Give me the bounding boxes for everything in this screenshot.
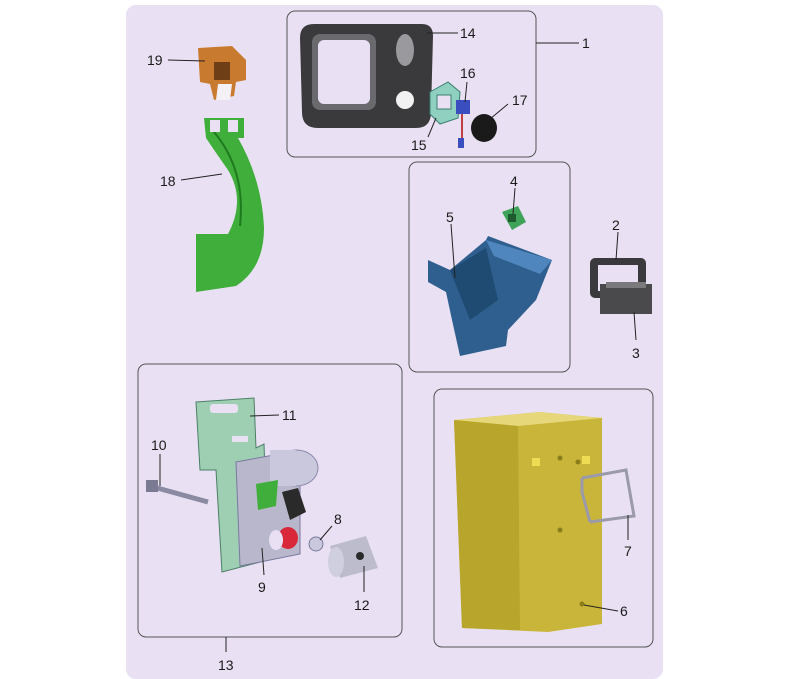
group-box-6 (433, 388, 654, 648)
label-9: 9 (258, 579, 266, 595)
group-box-5 (408, 161, 571, 373)
label-2: 2 (612, 217, 620, 233)
part-18-bracket (196, 118, 264, 292)
label-12: 12 (354, 597, 370, 613)
label-4: 4 (510, 173, 518, 189)
part-5-duct (428, 236, 552, 356)
label-16: 16 (460, 65, 476, 81)
group-box-13 (137, 363, 403, 638)
part-14-faceplate (300, 24, 433, 128)
label-15: 15 (411, 137, 427, 153)
part-10-bolt (146, 480, 209, 505)
part-6-container (454, 412, 602, 632)
part-12-cylinder (328, 536, 378, 578)
label-19: 19 (147, 52, 163, 68)
part-17-plug (471, 114, 497, 142)
part-9-lock-body (235, 449, 319, 567)
label-18: 18 (160, 173, 176, 189)
label-5: 5 (446, 209, 454, 225)
part-16-switch (456, 100, 470, 148)
part-4-insert (502, 206, 526, 230)
label-14: 14 (460, 25, 476, 41)
part-3-latch (600, 282, 652, 314)
label-7: 7 (624, 543, 632, 559)
label-10: 10 (151, 437, 167, 453)
label-13: 13 (218, 657, 234, 673)
label-8: 8 (334, 511, 342, 527)
part-19-clip (198, 46, 246, 100)
part-15-gasket (429, 81, 461, 125)
part-7-handle (580, 468, 636, 524)
group-box-1 (286, 10, 537, 158)
label-17: 17 (512, 92, 528, 108)
label-1: 1 (582, 35, 590, 51)
label-11: 11 (282, 407, 297, 423)
label-3: 3 (632, 345, 640, 361)
label-6: 6 (620, 603, 628, 619)
part-8-washer (308, 536, 324, 552)
